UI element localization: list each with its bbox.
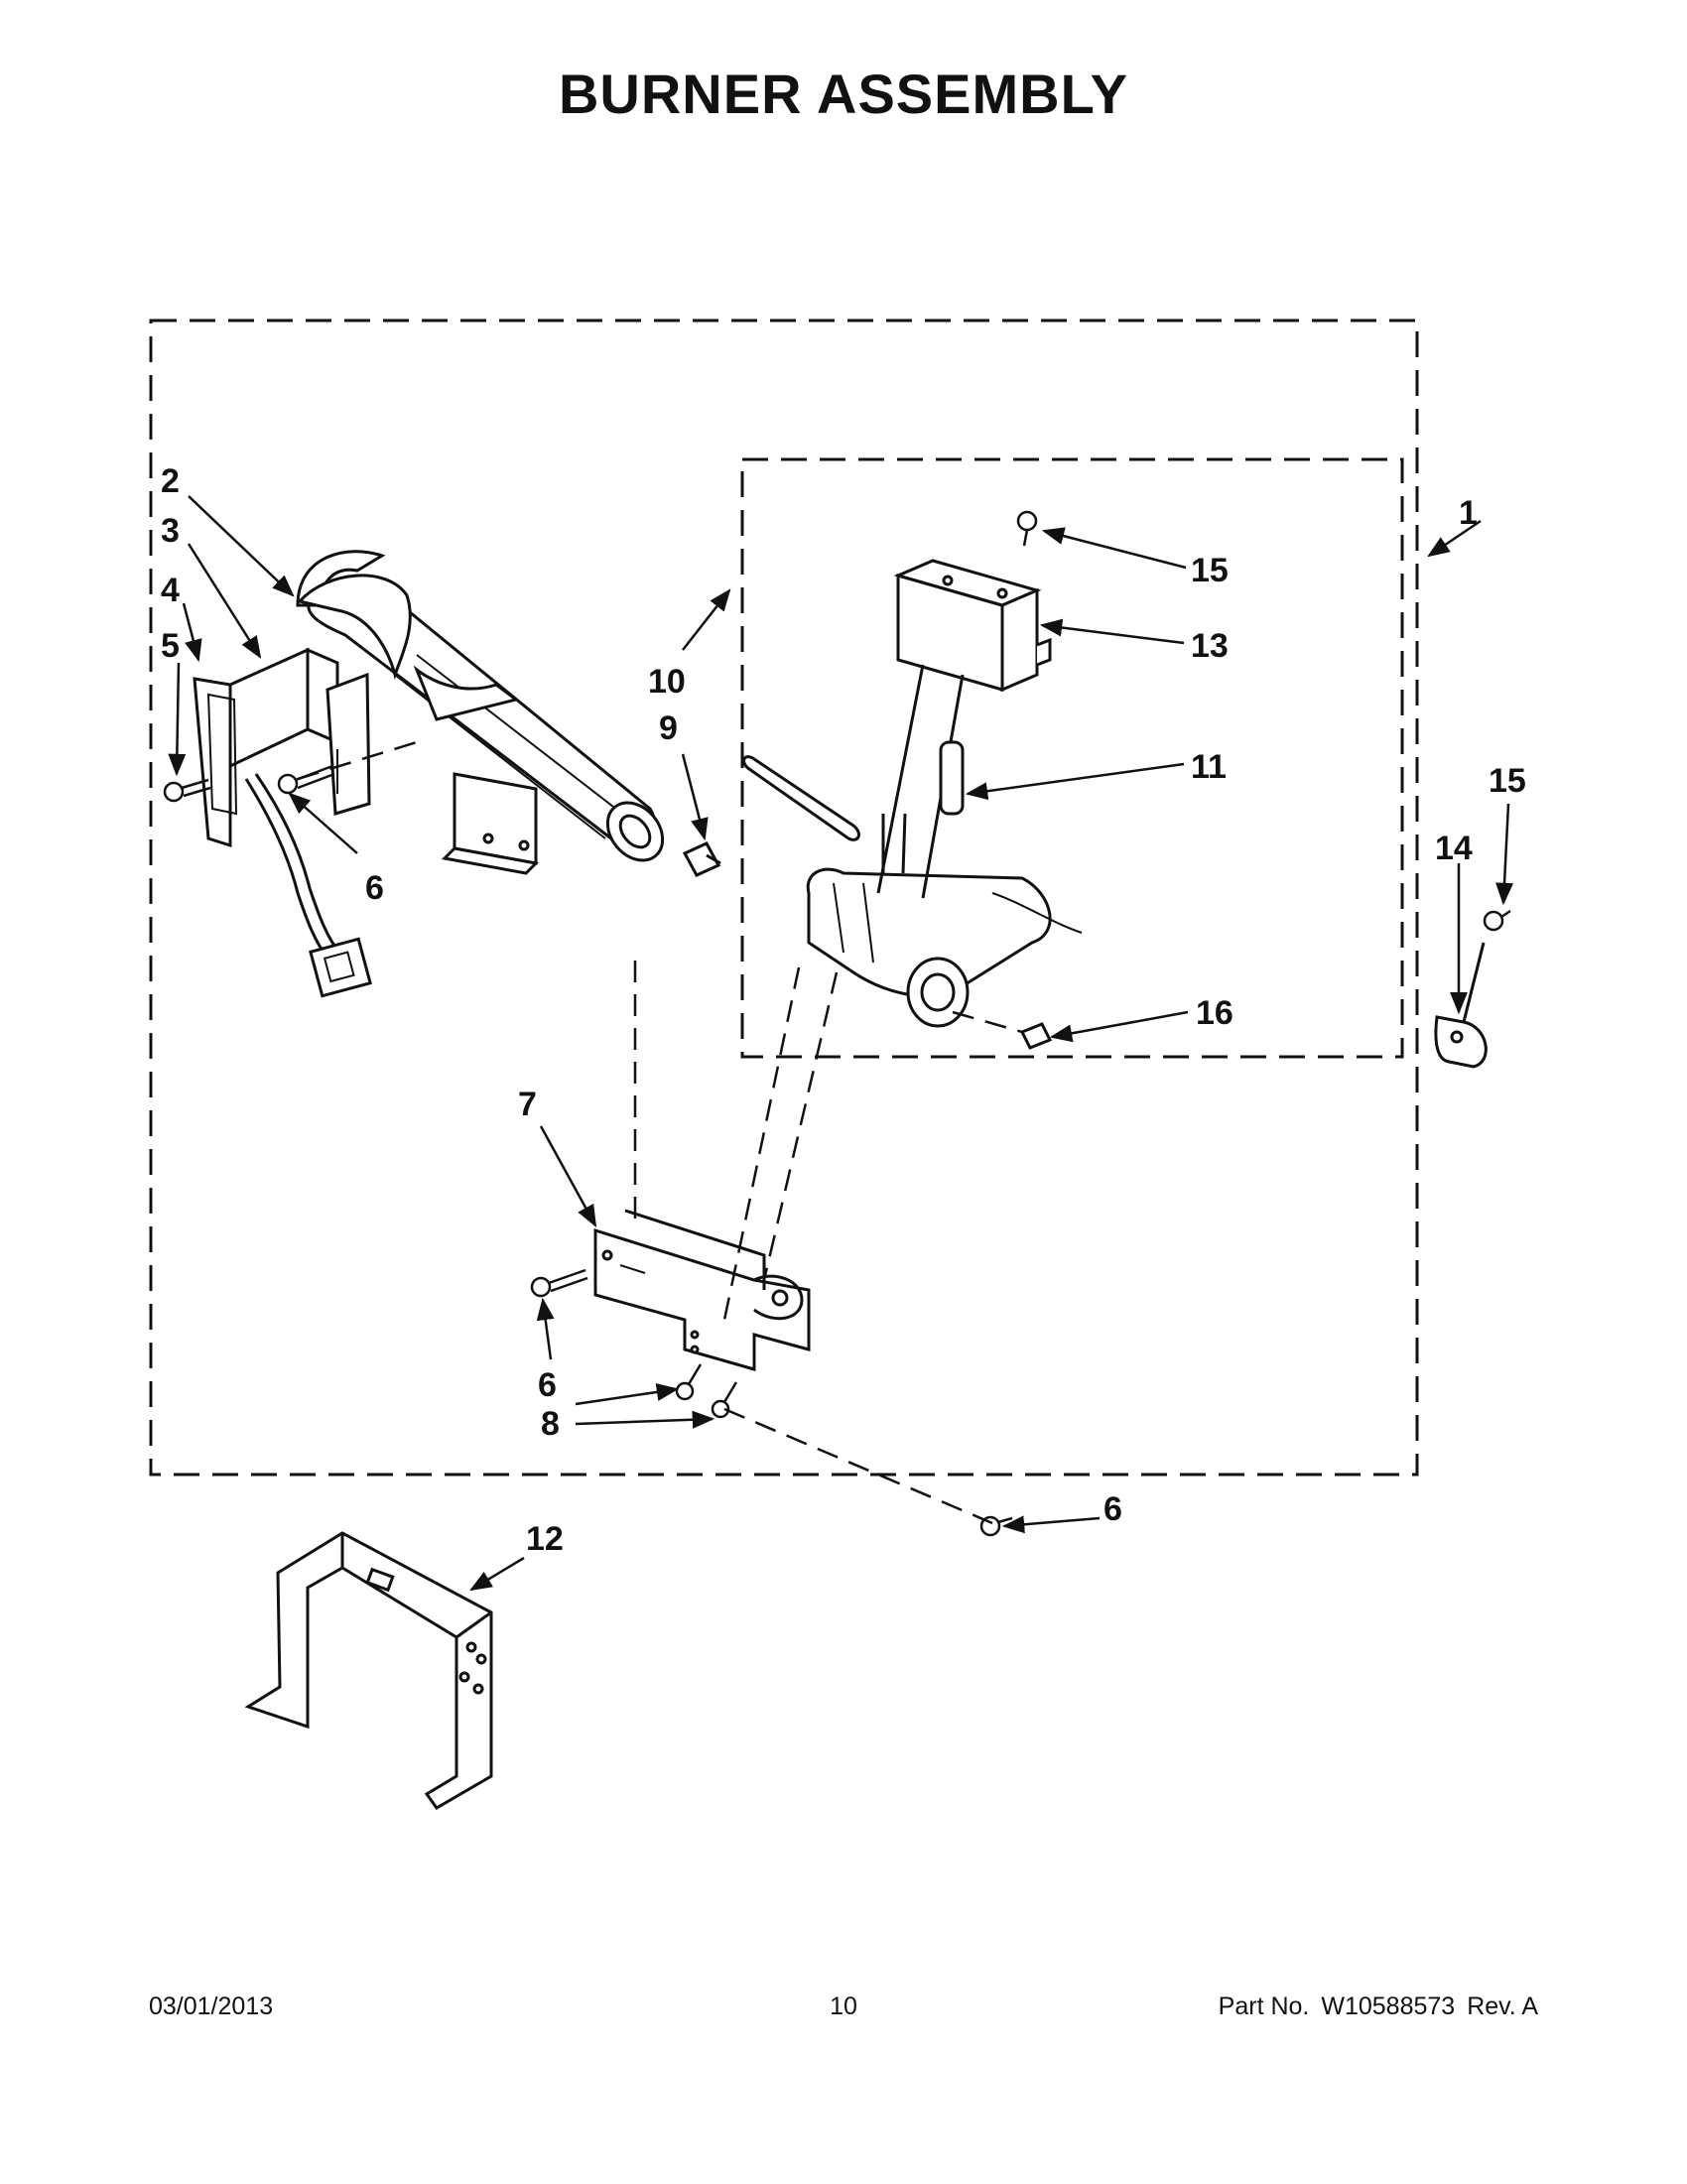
screw-part-6-upper [277,764,335,795]
callout-6-lower: 6 [538,1366,557,1404]
callout-2: 2 [161,462,180,500]
alignment-lines [297,740,1023,1525]
callout-5: 5 [161,627,180,665]
callout-16: 16 [1196,994,1233,1032]
callout-6-bottom: 6 [1103,1490,1122,1528]
callout-8: 8 [541,1405,560,1443]
screw-part-8 [675,1363,738,1419]
callout-1: 1 [1459,494,1478,532]
page-title: BURNER ASSEMBLY [558,63,1129,125]
screw-part-5 [163,778,211,803]
callout-9: 9 [659,709,678,747]
burner-support-frame [244,1531,493,1810]
footer-part-info: Part No. W10588573 Rev. A [1219,1992,1538,2021]
screw-part-15-top [1016,510,1038,547]
main-burner-orifice [682,841,721,877]
callout-11: 11 [1191,748,1227,786]
screw-part-6-lower [530,1268,588,1298]
igniter-bracket [193,647,371,848]
footer-date: 03/01/2013 [149,1992,274,2020]
callout-3: 3 [161,512,180,550]
callout-15-right: 15 [1489,762,1526,800]
callout-7: 7 [518,1086,537,1123]
callout-6-bracket: 6 [365,869,384,907]
outer-assembly-boundary [149,319,1419,1477]
valve-assembly-boundary [740,457,1404,1059]
revision: Rev. A [1467,1992,1538,2020]
harness-connector [1019,1022,1053,1050]
screw-part-15-right [1483,909,1511,932]
bracket-clip [1434,942,1488,1069]
callout-14: 14 [1435,830,1473,867]
part-number: W10588573 [1321,1992,1456,2020]
igniter-wiring [244,773,372,998]
leader-lines [168,495,1514,1592]
callout-12: 12 [526,1520,564,1558]
gas-valve [742,755,1083,1028]
callout-4: 4 [161,572,180,609]
part-number-label: Part No. [1218,1992,1310,2020]
callout-13: 13 [1191,627,1229,665]
burner-support-bracket-upper [441,772,540,875]
burner-bracket-lower [593,1209,811,1371]
callout-15-top: 15 [1191,552,1229,589]
footer-page-number: 10 [830,1992,857,2020]
callout-10: 10 [648,663,686,701]
flame-spreader [297,574,412,681]
flame-sensor-coil [876,559,1052,899]
callout-numbers: 1 2 3 4 5 6 6 6 7 8 9 10 11 12 13 14 15 … [161,462,1526,1558]
valve-coil [939,740,965,816]
